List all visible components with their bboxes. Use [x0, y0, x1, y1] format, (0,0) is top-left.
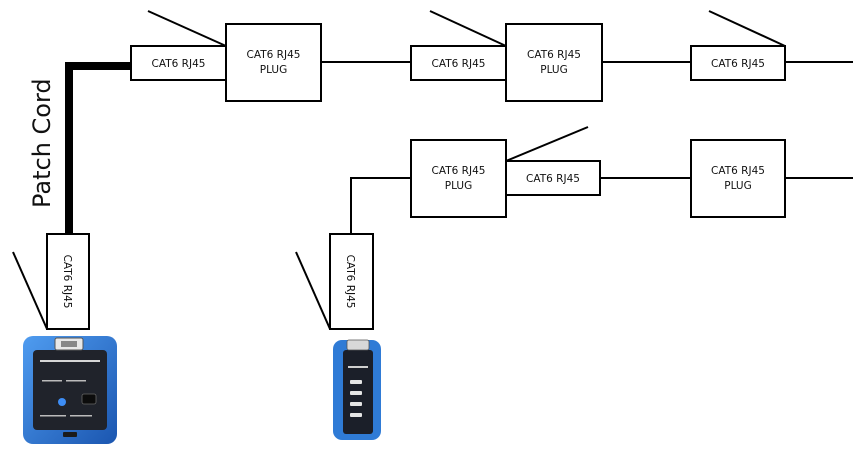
jack-dust-flap: [295, 251, 331, 330]
jack-body: [505, 160, 601, 196]
rj45-plug-2: CAT6 RJ45 PLUG: [505, 23, 603, 102]
jack-label: CAT6 RJ45: [344, 255, 356, 309]
patch-cord-cable: [65, 62, 131, 234]
jack-dust-flap: [429, 10, 507, 47]
rj45-jack-3: CAT6 RJ45: [690, 10, 786, 81]
plug-label-line1: CAT6 RJ45: [247, 49, 301, 61]
plug-body: [690, 139, 786, 218]
jack-label: CAT6 RJ45: [711, 58, 765, 70]
rj45-jack-tester-remote: CAT6 RJ45: [295, 233, 374, 330]
plug-body: [225, 23, 322, 102]
jack-body: [46, 233, 90, 330]
rj45-plug-1: CAT6 RJ45 PLUG: [225, 23, 322, 102]
plug-label-line1: CAT6 RJ45: [432, 165, 486, 177]
jack-label: CAT6 RJ45: [432, 58, 486, 70]
patch-cord-label: Patch Cord: [28, 78, 56, 208]
jack-dust-flap: [708, 10, 786, 47]
wire-remote-to-plug3: [350, 177, 411, 234]
rj45-jack-tester-main: CAT6 RJ45: [12, 233, 90, 330]
rj45-plug-3: CAT6 RJ45 PLUG: [410, 139, 507, 218]
cable-tester-main-icon: [23, 336, 117, 444]
plug-label-line2: PLUG: [724, 180, 751, 192]
rj45-jack-4: CAT6 RJ45: [505, 126, 601, 196]
jack-dust-flap: [12, 251, 48, 330]
plug-label-line2: PLUG: [260, 64, 287, 76]
plug-label-line1: CAT6 RJ45: [711, 165, 765, 177]
cable-tester-remote-icon: [333, 339, 381, 440]
jack-label: CAT6 RJ45: [526, 173, 580, 185]
jack-dust-flap: [147, 10, 227, 47]
connecting-wires: [321, 61, 853, 234]
plug-body: [410, 139, 507, 218]
plug-label-line2: PLUG: [540, 64, 567, 76]
rj45-jack-2: CAT6 RJ45: [410, 10, 507, 81]
plug-label-line2: PLUG: [445, 180, 472, 192]
plug-label-line1: CAT6 RJ45: [527, 49, 581, 61]
rj45-plug-4: CAT6 RJ45 PLUG: [690, 139, 786, 218]
jack-body: [690, 45, 786, 81]
rj45-jack-1: CAT6 RJ45: [130, 10, 227, 81]
jack-label: CAT6 RJ45: [152, 58, 206, 70]
jack-body: [130, 45, 227, 81]
plug-body: [505, 23, 603, 102]
jack-label: CAT6 RJ45: [61, 255, 73, 309]
jack-dust-flap: [505, 126, 589, 162]
jack-body: [329, 233, 374, 330]
